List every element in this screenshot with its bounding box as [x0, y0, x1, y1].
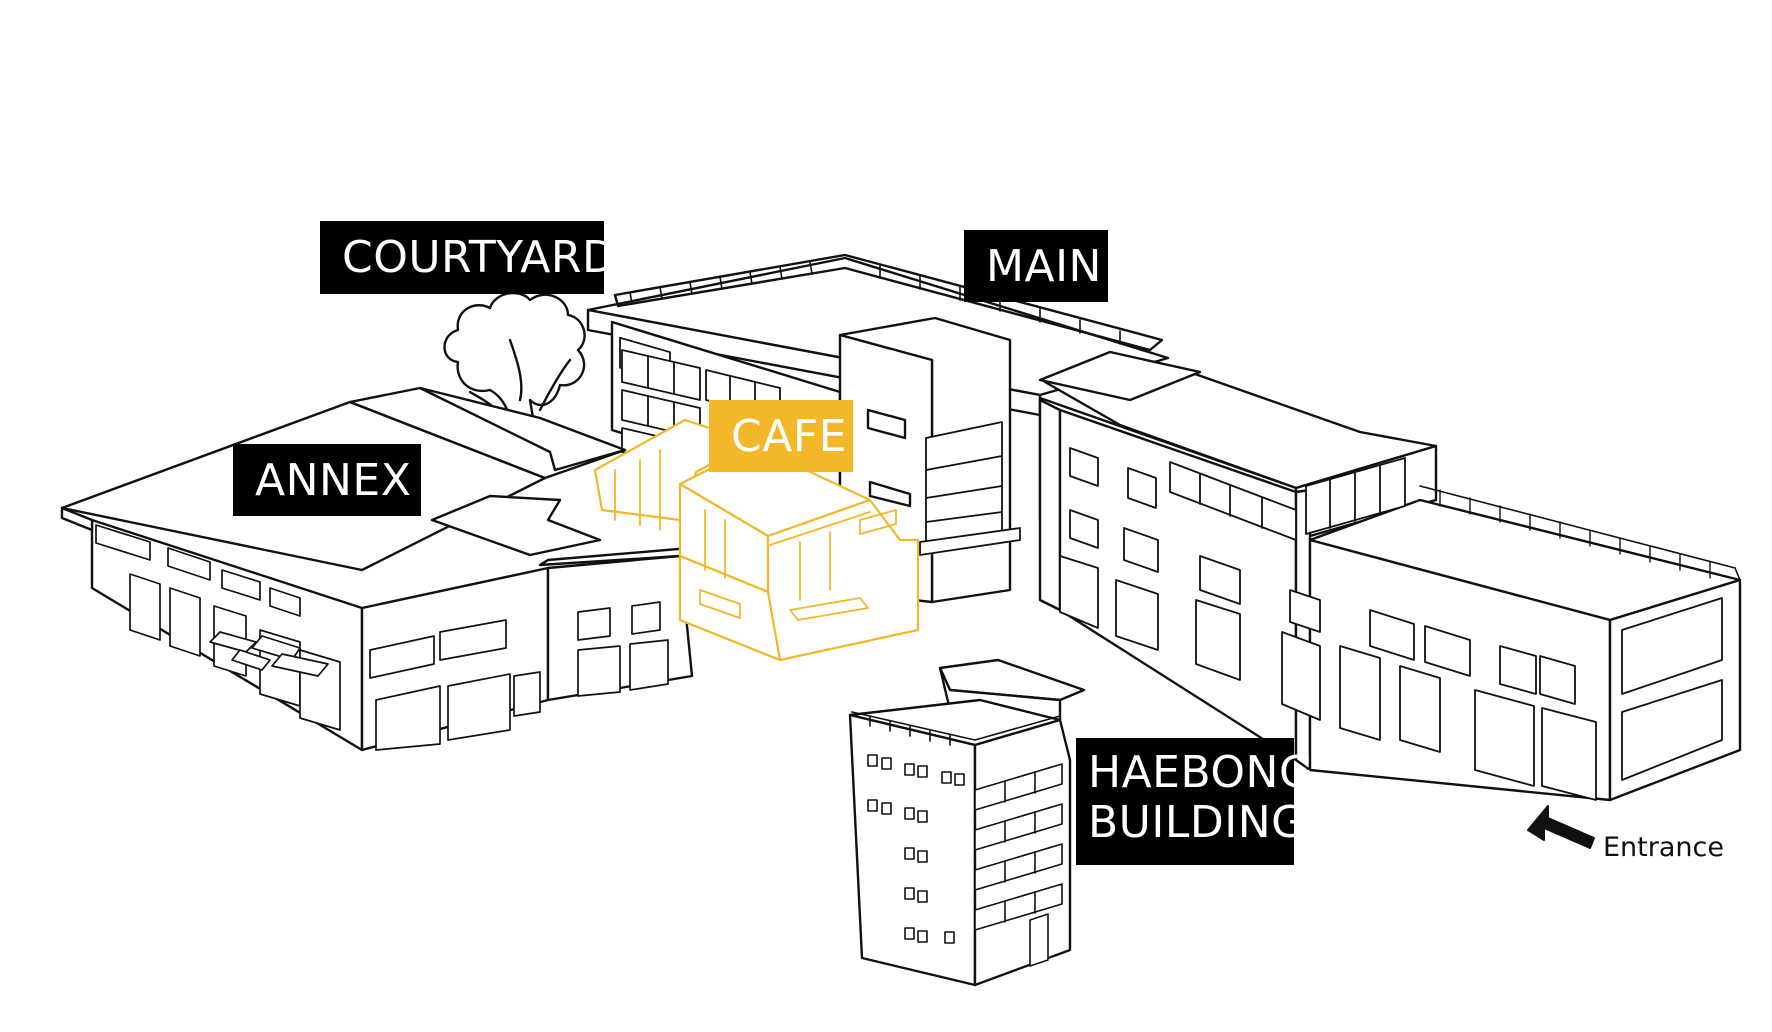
haebong-label-line1: HAEBONG [1088, 747, 1314, 798]
main-label[interactable]: MAIN [964, 230, 1108, 302]
cafe-label[interactable]: CAFE [709, 400, 853, 472]
annex-building[interactable] [60, 386, 694, 752]
haebong-building[interactable] [848, 658, 1086, 987]
arrow-up-left-icon [1527, 805, 1595, 849]
haebong-label-line2: BUILDING [1088, 797, 1306, 849]
cafe-building[interactable] [593, 418, 920, 662]
courtyard-label[interactable]: COURTYARD [320, 221, 616, 294]
haebong-building-label[interactable]: HAEBONG BUILDING [1076, 738, 1314, 865]
entrance-label: Entrance [1603, 832, 1724, 863]
main-right-wing[interactable] [1038, 350, 1742, 802]
annex-label[interactable]: ANNEX [233, 444, 421, 516]
main-building[interactable] [586, 253, 1170, 604]
